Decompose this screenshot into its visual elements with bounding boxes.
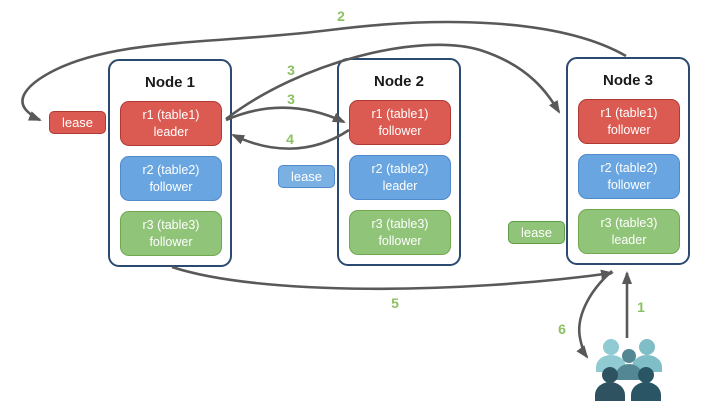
range-label: r3 (table3) <box>142 218 200 233</box>
range-label: r1 (table1) <box>142 108 200 123</box>
lease-label: lease <box>290 169 323 184</box>
lease-badge-blue: lease <box>278 165 335 188</box>
node2-range-r1: r1 (table1) follower <box>349 100 451 145</box>
step-label-2: 2 <box>337 8 345 24</box>
range-role: leader <box>382 178 418 193</box>
range-label: r2 (table2) <box>600 161 658 176</box>
range-label: r1 (table1) <box>371 107 429 122</box>
node3-range-r3: r3 (table3) leader <box>578 209 680 254</box>
lease-label: lease <box>61 115 94 130</box>
range-role: leader <box>153 124 189 139</box>
range-role: follower <box>149 234 193 249</box>
range-label: r1 (table1) <box>600 106 658 121</box>
lease-badge-red: lease <box>49 111 106 134</box>
arrow-step-3b <box>225 106 346 124</box>
range-role: follower <box>607 122 651 137</box>
node3-range-r1: r1 (table1) follower <box>578 99 680 144</box>
range-label: r2 (table2) <box>371 162 429 177</box>
range-label: r3 (table3) <box>371 217 429 232</box>
range-role: follower <box>607 177 651 192</box>
node-2-title: Node 2 <box>373 73 424 90</box>
node2-range-r2: r2 (table2) leader <box>349 155 451 200</box>
step-label-3a: 3 <box>287 62 295 78</box>
step-label-1: 1 <box>637 299 645 315</box>
range-role: leader <box>611 232 647 247</box>
range-role: follower <box>378 123 422 138</box>
step-label-5: 5 <box>391 295 399 311</box>
range-label: r2 (table2) <box>142 163 200 178</box>
arrow-step-5 <box>171 265 614 291</box>
range-role: follower <box>378 233 422 248</box>
node-3: Node 3 r1 (table1) follower r2 (table2) … <box>566 57 690 265</box>
users-group-icon <box>595 339 662 401</box>
lease-badge-green: lease <box>508 221 565 244</box>
node-2: Node 2 r1 (table1) follower r2 (table2) … <box>337 58 461 266</box>
node3-range-r2: r2 (table2) follower <box>578 154 680 199</box>
step-label-4: 4 <box>286 131 294 147</box>
step-label-6: 6 <box>558 321 566 337</box>
range-label: r3 (table3) <box>600 216 658 231</box>
node1-range-r2: r2 (table2) follower <box>120 156 222 201</box>
node1-range-r3: r3 (table3) follower <box>120 211 222 256</box>
node-1: Node 1 r1 (table1) leader r2 (table2) fo… <box>108 59 232 267</box>
range-role: follower <box>149 179 193 194</box>
node1-range-r1: r1 (table1) leader <box>120 101 222 146</box>
node2-range-r3: r3 (table3) follower <box>349 210 451 255</box>
node-1-title: Node 1 <box>144 74 195 91</box>
step-label-3b: 3 <box>287 91 295 107</box>
lease-label: lease <box>520 225 553 240</box>
node-3-title: Node 3 <box>602 72 653 89</box>
